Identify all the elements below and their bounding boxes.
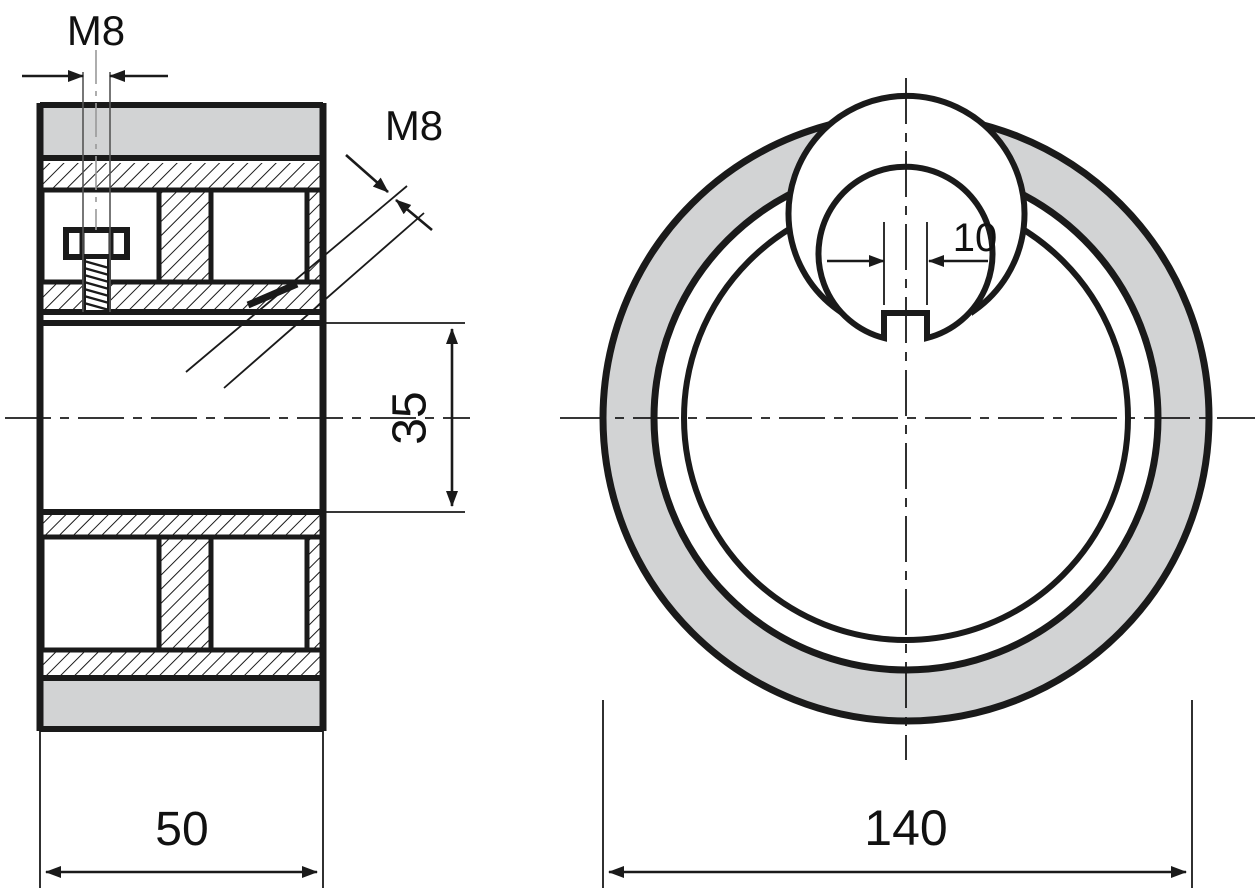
front-view [560,78,1255,760]
dim-ext-line-a [185,185,408,373]
hatch-edge-lower [307,537,323,650]
section-view [5,50,470,732]
dim-arrow-diag-lower [395,199,433,231]
hatch-band-4 [40,650,323,678]
dimension-50: 50 [39,731,324,888]
hatch-rib-upper [159,190,211,282]
label-10: 10 [953,216,998,260]
bolt-head [63,227,130,260]
label-35: 35 [384,391,437,444]
bore-region [42,314,323,512]
label-m8-diagonal: M8 [385,102,443,149]
bolt-thread [83,259,110,312]
rim-band-top [40,105,323,157]
label-m8-vertical: M8 [67,7,125,54]
cavity-lower-left [39,534,162,653]
hatch-band-1 [40,163,323,190]
dimension-140: 140 [602,700,1193,888]
bolt-m8-assembly [63,227,130,314]
cavity-lower-right [208,534,310,653]
dimension-10: 10 [827,216,997,305]
hatch-rib-lower [159,537,211,650]
hatch-band-3 [40,512,323,537]
dim-ext-line-b [223,212,425,389]
rim-band-bottom [40,678,323,728]
dimension-35: 35 [323,322,465,513]
cavity-upper-right [208,187,310,285]
label-50: 50 [155,803,208,856]
dim-arrow-diag-upper [345,154,389,193]
bolt-axis-lines [82,72,111,312]
label-140: 140 [864,800,947,856]
dimension-m8-vertical: M8 [22,7,168,82]
section-edges [36,102,327,732]
chamfer-mark [246,280,299,309]
dimension-m8-diagonal: M8 [185,102,443,389]
